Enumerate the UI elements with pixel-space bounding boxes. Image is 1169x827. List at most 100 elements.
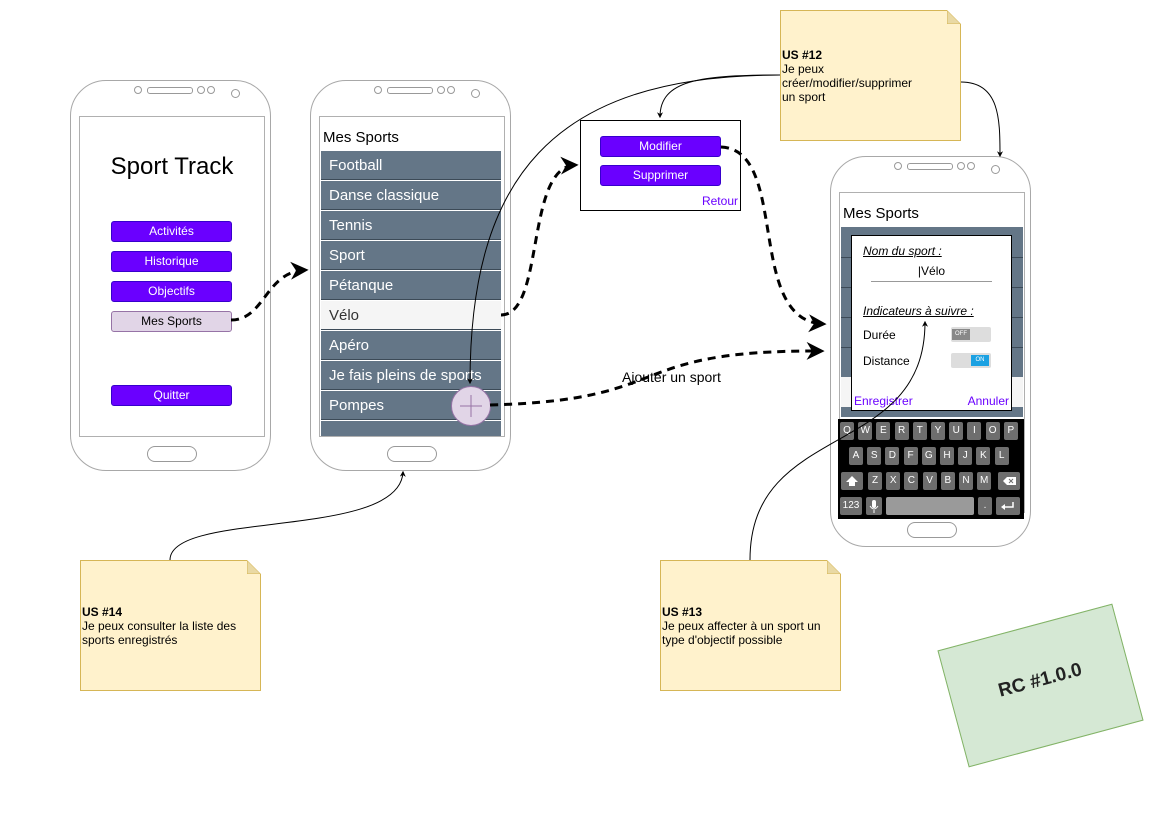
keyboard-key[interactable]: K [976,447,991,465]
list-item-selected[interactable]: Vélo [321,301,501,330]
list-item[interactable]: Tennis [321,211,501,240]
sports-list: Football Danse classique Tennis Sport Pé… [321,151,503,436]
list-item [321,421,501,436]
backspace-key-icon[interactable] [998,472,1020,490]
keyboard-key[interactable]: B [940,472,955,490]
keyboard-key[interactable]: H [940,447,954,465]
sport-name-input[interactable]: |Vélo [871,264,992,282]
note-title: US #12 [782,48,823,62]
keyboard-key[interactable]: Z [868,472,882,490]
note-fold-icon [827,560,841,574]
keyboard-key[interactable]: C [904,472,919,490]
keyboard-key[interactable]: D [885,447,900,465]
link-us14-to-list [169,470,406,561]
list-item[interactable]: Danse classique [321,181,501,210]
keyboard-key[interactable]: R [894,422,909,440]
keyboard-key[interactable]: I [967,422,982,440]
my-sports-button[interactable]: Mes Sports [111,311,232,332]
note-us13: US #13 Je peux affecter à un sport un ty… [660,560,841,691]
speaker-icon [147,87,193,94]
phone-sports-list: Mes Sports Football Danse classique Tenn… [310,80,511,471]
home-button[interactable] [387,446,437,462]
flow-list-to-menu [500,156,579,317]
keyboard-key[interactable]: L [994,447,1009,465]
back-link[interactable]: Retour [701,194,738,208]
keyboard-key[interactable]: U [949,422,964,440]
history-button[interactable]: Historique [111,251,232,272]
delete-button[interactable]: Supprimer [600,165,721,186]
sensor-icon [207,86,215,94]
goals-button[interactable]: Objectifs [111,281,232,302]
phone-home: Sport Track Activités Historique Objecti… [70,80,271,471]
enter-key-icon[interactable] [996,497,1020,515]
keyboard-key[interactable]: N [959,472,973,490]
keyboard-key[interactable]: F [903,447,918,465]
activities-button[interactable]: Activités [111,221,232,242]
home-button[interactable] [147,446,197,462]
flow-home-to-list [230,261,309,322]
sensor-icon [197,86,205,94]
list-item[interactable]: Je fais pleins de sports [321,361,501,390]
note-title: US #14 [82,605,123,619]
speaker-icon [387,87,433,94]
note-text: Je peux consulter la liste des sports en… [82,619,237,647]
link-us12-to-fab [467,74,781,385]
quit-button[interactable]: Quitter [111,385,232,406]
sport-name-label: Nom du sport : [863,244,942,258]
period-key[interactable]: . [978,497,992,515]
sport-context-menu: Modifier Supprimer Retour [580,120,741,211]
edge-label-add-sport: Ajouter un sport [622,369,721,385]
keyboard-key[interactable]: Y [931,422,945,440]
keyboard-key[interactable]: T [912,422,927,440]
note-fold-icon [247,560,261,574]
speaker-icon [907,163,953,170]
link-us12-to-menu [657,74,781,119]
note-text: Je peux affecter à un sport un type d'ob… [662,619,821,647]
cancel-link[interactable]: Annuler [967,394,1009,408]
keyboard-key[interactable]: S [867,447,882,465]
sensor-icon [437,86,445,94]
list-item[interactable]: Pétanque [321,271,501,300]
note-title: US #13 [662,605,703,619]
keyboard-key[interactable]: V [922,472,937,490]
keyboard-key[interactable]: X [886,472,901,490]
edit-sport-dialog: Nom du sport : |Vélo Indicateurs à suivr… [851,235,1012,411]
space-key[interactable] [886,497,974,515]
list-item[interactable]: Sport [321,241,501,270]
shift-key-icon[interactable] [841,472,863,490]
duration-toggle[interactable]: OFF [951,327,991,342]
sensor-icon [447,86,455,94]
keyboard-key[interactable]: P [1003,422,1018,440]
flow-modify-to-editor [720,145,827,333]
home-button[interactable] [907,522,957,538]
add-sport-fab[interactable] [451,386,491,426]
note-us14: US #14 Je peux consulter la liste des sp… [80,560,261,691]
flow-add-to-editor [489,341,825,407]
microphone-key-icon[interactable] [866,497,882,515]
screen-title: Mes Sports [323,129,399,146]
sports-list-screen: Mes Sports Football Danse classique Tenn… [319,116,505,437]
keyboard-key[interactable]: O [985,422,1000,440]
numbers-key[interactable]: 123 [840,497,862,515]
camera-icon [471,89,480,98]
app-title: Sport Track [110,153,234,180]
sensor-icon [967,162,975,170]
keyboard-key[interactable]: E [876,422,891,440]
keyboard-key[interactable]: Q [840,422,854,440]
sensor-icon [894,162,902,170]
distance-label: Distance [863,354,910,368]
phone-sport-editor: Mes Sports Nom du sport : |Vélo Indicate… [830,156,1031,547]
distance-toggle[interactable]: ON [951,353,991,368]
keyboard-key[interactable]: G [921,447,936,465]
modify-button[interactable]: Modifier [600,136,721,157]
keyboard-key[interactable]: J [958,447,973,465]
home-screen: Sport Track Activités Historique Objecti… [79,116,265,437]
keyboard-key[interactable]: A [849,447,863,465]
camera-icon [991,165,1000,174]
keyboard-key[interactable]: M [977,472,992,490]
indicators-label: Indicateurs à suivre : [863,304,974,318]
note-fold-icon [947,10,961,24]
list-item[interactable]: Football [321,151,501,180]
